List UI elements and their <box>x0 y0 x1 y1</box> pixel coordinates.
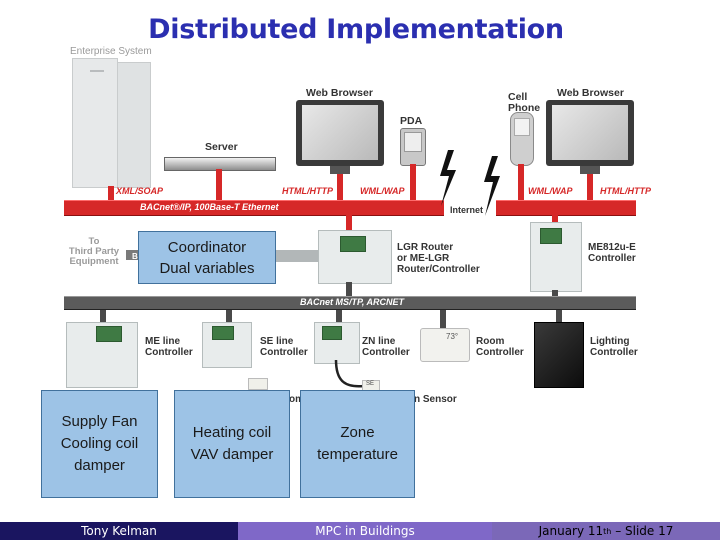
pda-screen <box>404 132 422 152</box>
zn-line-board <box>322 326 342 340</box>
lighting-controller-icon <box>534 322 584 388</box>
mstp-bus-label: BACnet MS/TP, ARCNET <box>300 297 405 307</box>
red-drop-pda <box>410 164 416 200</box>
pda-label: PDA <box>400 115 423 127</box>
monitor-left-stand <box>330 166 350 174</box>
footer-author-text: Tony Kelman <box>81 524 157 538</box>
sensor-fragment-right: n Sensor <box>414 394 457 405</box>
room-thermostat-reading: 73° <box>446 332 459 341</box>
footer-course: MPC in Buildings <box>238 522 492 540</box>
zone-temperature-callout: Zone temperature <box>300 390 415 498</box>
monitor-right-screen <box>552 105 628 160</box>
grey-drop-lgr <box>346 282 352 296</box>
zn-line-label: ZN line Controller <box>362 336 410 358</box>
mstp-bus <box>64 296 636 310</box>
web-browser-left-label: Web Browser <box>306 87 373 99</box>
grey-drop-me-line <box>100 310 106 324</box>
red-drop-web-right <box>587 174 593 200</box>
se-line-board <box>212 326 234 340</box>
zn-sensor-cable <box>334 360 365 388</box>
monitor-right-stand <box>580 166 600 174</box>
sensor-fragment-left: om <box>289 394 304 405</box>
se-sensor-icon <box>248 378 268 390</box>
red-drop-enterprise <box>108 186 114 200</box>
room-controller-icon <box>420 328 470 362</box>
lgr-router-icon <box>318 230 392 284</box>
cell-phone-label: Cell Phone <box>508 91 541 114</box>
third-party-connector-letter: B <box>132 252 138 261</box>
footer-date-prefix: January 11 <box>538 524 604 538</box>
footer-author: Tony Kelman <box>0 522 238 540</box>
grey-drop-me812 <box>552 290 558 296</box>
ethernet-bus-label: BACnet®/IP, 100Base-T Ethernet <box>140 202 279 212</box>
footer-course-text: MPC in Buildings <box>315 524 415 538</box>
protocol-xml-soap: XML/SOAP <box>116 186 164 196</box>
se-line-label: SE line Controller <box>260 336 308 358</box>
zn-sensor-text: SE <box>366 381 375 387</box>
red-drop-web-left <box>337 174 343 200</box>
red-drop-lgr <box>346 214 352 232</box>
enterprise-rack-left <box>72 58 118 188</box>
ethernet-bus-right <box>496 200 636 216</box>
lgr-router-label: LGR Router or ME-LGR Router/Controller <box>397 242 480 275</box>
third-party-label: To Third Party Equipment <box>68 236 120 267</box>
protocol-wml-wap-right: WML/WAP <box>528 186 573 196</box>
protocol-wml-wap-left: WML/WAP <box>360 186 405 196</box>
protocol-html-http-right: HTML/HTTP <box>600 186 651 196</box>
lighting-controller-label: Lighting Controller <box>590 336 638 358</box>
lgr-link-bar <box>276 250 318 262</box>
slide-title: Distributed Implementation <box>148 14 564 45</box>
third-party-connector <box>126 250 140 260</box>
grey-drop-zn-line <box>336 310 342 324</box>
web-browser-right-label: Web Browser <box>557 87 624 99</box>
ethernet-bus-left <box>64 200 444 216</box>
me812-label: ME812u-E Controller <box>588 242 636 264</box>
cell-phone-screen <box>514 118 530 136</box>
supply-fan-callout: Supply Fan Cooling coil damper <box>41 390 158 498</box>
lightning-icon <box>440 150 500 216</box>
lgr-router-board <box>340 236 366 252</box>
me812-board <box>540 228 562 244</box>
coordinator-callout: Coordinator Dual variables <box>138 231 276 284</box>
me-line-label: ME line Controller <box>145 336 193 358</box>
red-drop-server <box>216 169 222 200</box>
heating-coil-callout: Heating coil VAV damper <box>174 390 290 498</box>
protocol-html-http-left: HTML/HTTP <box>282 186 333 196</box>
rack-detail <box>90 70 104 72</box>
red-drop-phone <box>518 164 524 200</box>
server-label: Server <box>205 141 238 153</box>
internet-label: Internet <box>450 205 484 215</box>
grey-drop-lighting <box>556 310 562 322</box>
enterprise-system-label: Enterprise System <box>70 46 152 57</box>
footer-date-sup: th <box>603 526 612 536</box>
monitor-left-screen <box>302 105 378 160</box>
red-drop-me812 <box>552 214 558 224</box>
grey-drop-room <box>440 310 446 328</box>
room-controller-label: Room Controller <box>476 336 524 358</box>
enterprise-rack-right <box>117 62 151 188</box>
grey-drop-se-line <box>226 310 232 324</box>
me-line-board <box>96 326 122 342</box>
footer-date-suffix: – Slide 17 <box>611 524 674 538</box>
